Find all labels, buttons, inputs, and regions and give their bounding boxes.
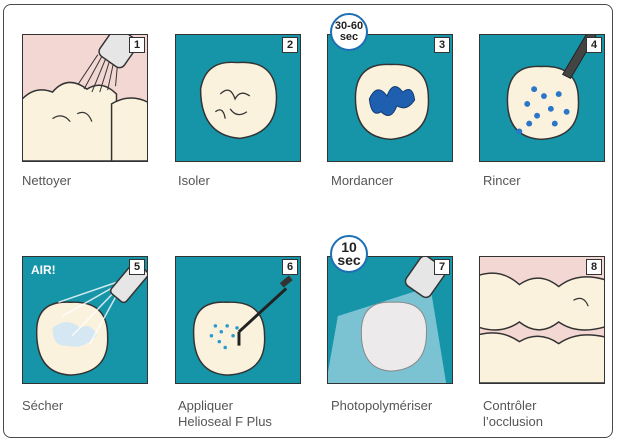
step-8-label-line1: Contrôler [483, 398, 543, 414]
step-5-label: Sécher [22, 398, 63, 414]
step-number: 4 [586, 37, 602, 53]
occlusion-illustration [480, 257, 604, 383]
step-number: 2 [282, 37, 298, 53]
step-number: 1 [129, 37, 145, 53]
step-4-label: Rincer [483, 173, 521, 189]
step-number: 5 [129, 259, 145, 275]
step-2-panel: 2 [175, 34, 301, 162]
timer-badge: 30-60 sec [330, 13, 368, 51]
step-8-label-line2: l’occlusion [483, 414, 543, 430]
step-6-panel: 6 [175, 256, 301, 384]
tooth-illustration [176, 35, 300, 161]
etching-illustration [328, 35, 452, 161]
step-8-label: Contrôler l’occlusion [483, 398, 543, 430]
step-6-label: Appliquer Helioseal F Plus [178, 398, 272, 430]
cleaning-illustration [23, 35, 147, 161]
step-1-label: Nettoyer [22, 173, 71, 189]
step-6-label-line1: Appliquer [178, 398, 272, 414]
curing-illustration [328, 257, 452, 383]
timer-unit: sec [332, 32, 366, 43]
step-7-label: Photopolymériser [331, 398, 432, 414]
step-5-panel: AIR! 5 [22, 256, 148, 384]
step-8-panel: 8 [479, 256, 605, 384]
application-illustration [176, 257, 300, 383]
rinsing-illustration [480, 35, 604, 161]
step-4-panel: 4 [479, 34, 605, 162]
air-label: AIR! [31, 263, 56, 277]
step-number: 3 [434, 37, 450, 53]
step-3-label: Mordancer [331, 173, 393, 189]
step-number: 8 [586, 259, 602, 275]
step-3-panel: 3 [327, 34, 453, 162]
step-number: 6 [282, 259, 298, 275]
step-6-label-line2: Helioseal F Plus [178, 414, 272, 430]
timer-badge: 10 sec [330, 235, 368, 273]
step-7-panel: 7 [327, 256, 453, 384]
step-2-label: Isoler [178, 173, 210, 189]
step-number: 7 [434, 259, 450, 275]
step-1-panel: 1 [22, 34, 148, 162]
timer-unit: sec [332, 254, 366, 267]
